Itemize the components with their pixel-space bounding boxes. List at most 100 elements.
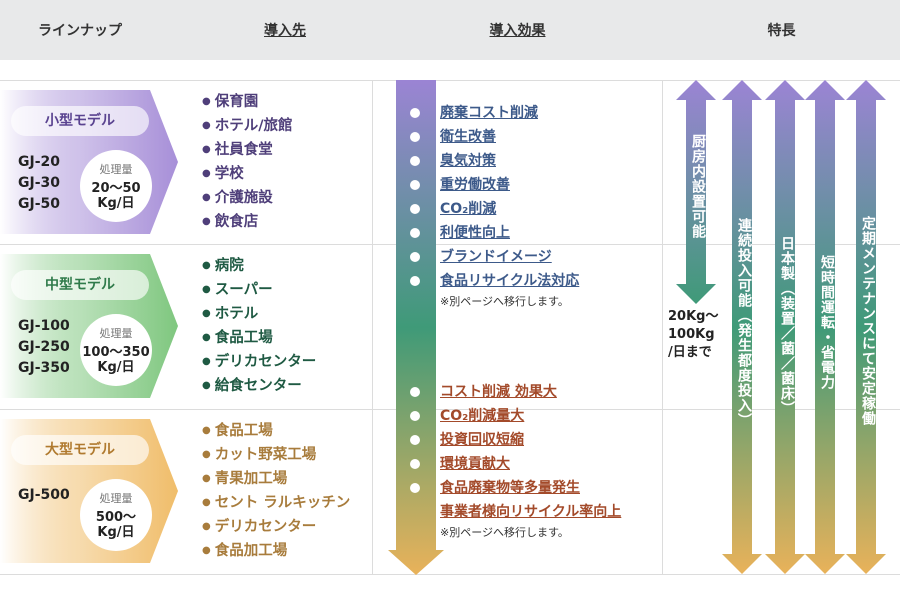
destination-item: カット野菜工場 — [202, 443, 350, 467]
feature-long-label: 短時間運転・省電力 — [819, 255, 835, 390]
header-destination[interactable]: 導入先 — [190, 0, 380, 60]
destination-item: デリカセンター — [202, 350, 317, 374]
effect-link[interactable]: 食品リサイクル法対応 — [440, 273, 580, 289]
model-code: GJ-50 — [18, 196, 60, 212]
effect-bullet-dot — [410, 387, 420, 397]
capacity-badge: 処理量 500〜 Kg/日 — [80, 479, 152, 551]
feature-short-label: 厨房内設置可能 — [690, 134, 706, 239]
capacity-value: 500〜 Kg/日 — [95, 510, 137, 540]
effect-link[interactable]: CO₂削減 — [440, 201, 497, 217]
effect-note: ※別ページへ移行します。 — [440, 295, 569, 308]
column-divider — [662, 80, 663, 574]
destination-item: 飲食店 — [202, 210, 293, 234]
effect-bullet-dot — [410, 435, 420, 445]
feature-long-label: 連続投入可能（発生都度投入） — [736, 218, 752, 428]
destination-item: 病院 — [202, 254, 316, 278]
row-divider — [0, 244, 900, 245]
feature-long-label: 定期メンテナンスにて安定稼働 — [860, 216, 876, 426]
model-code: GJ-250 — [18, 339, 70, 355]
effect-link[interactable]: 利便性向上 — [440, 225, 510, 241]
effect-bullet-dot — [410, 108, 420, 118]
effect-list-secondary: コスト削減 効果大 CO₂削減量大 投資回収短縮 環境貢献大 食品廃棄物等多量発… — [440, 380, 621, 524]
effect-link[interactable]: コスト削減 効果大 — [440, 384, 557, 400]
feature-arrow-long — [846, 80, 886, 574]
effect-bullet-dot — [410, 459, 420, 469]
capacity-label: 処理量 — [99, 492, 133, 505]
header-effect[interactable]: 導入効果 — [380, 0, 655, 60]
header-features: 特長 — [767, 23, 796, 39]
effect-bullet-dot — [410, 483, 420, 493]
effect-bullet-dot — [410, 132, 420, 142]
model-codes: GJ-500 — [18, 485, 70, 506]
capacity-label: 処理量 — [99, 163, 133, 176]
model-code: GJ-30 — [18, 175, 60, 191]
effect-bullet-dot — [410, 276, 420, 286]
effect-link[interactable]: 食品廃棄物等多量発生 — [440, 480, 580, 496]
capacity-label: 処理量 — [99, 327, 133, 340]
effect-note: ※別ページへ移行します。 — [440, 526, 569, 539]
capacity-value: 20〜50 Kg/日 — [91, 181, 141, 211]
capacity-badge: 処理量 100〜350 Kg/日 — [80, 314, 152, 386]
capacity-badge: 処理量 20〜50 Kg/日 — [80, 150, 152, 222]
effect-list-primary: 廃棄コスト削減 衛生改善 臭気対策 重労働改善 CO₂削減 利便性向上 ブランド… — [440, 101, 579, 293]
destination-item: セント ラルキッチン — [202, 491, 351, 515]
row-divider — [0, 574, 900, 575]
model-code: GJ-100 — [18, 318, 70, 334]
effect-link[interactable]: 投資回収短縮 — [440, 432, 524, 448]
model-large-block: 大型モデル GJ-500 処理量 500〜 Kg/日 — [0, 419, 178, 563]
row-divider — [0, 80, 900, 81]
effect-link[interactable]: 環境貢献大 — [440, 456, 510, 472]
effect-bullet-dot — [410, 411, 420, 421]
destination-item: 給食センター — [202, 374, 316, 398]
table-header — [0, 0, 900, 60]
effect-bullet-dot — [410, 180, 420, 190]
feature-arrow-short — [676, 80, 716, 304]
column-divider — [372, 80, 373, 574]
feature-arrow-long — [722, 80, 762, 574]
header-destination-link[interactable]: 導入先 — [264, 23, 306, 39]
destination-item: 青果加工場 — [202, 467, 350, 491]
destination-item: 社員食堂 — [202, 138, 293, 162]
effect-link[interactable]: CO₂削減量大 — [440, 408, 525, 424]
destination-item: ホテル — [202, 302, 316, 326]
feature-arrow-long — [805, 80, 845, 574]
effect-bullet-dot — [410, 156, 420, 166]
destination-list-small: 保育園 ホテル/旅館 社員食堂 学校 介護施設 飲食店 — [202, 90, 293, 234]
effect-bullet-dot — [410, 228, 420, 238]
model-name: 中型モデル — [11, 270, 149, 300]
header-effect-link[interactable]: 導入効果 — [489, 23, 546, 39]
effect-link[interactable]: 衛生改善 — [440, 129, 496, 145]
model-code: GJ-20 — [18, 154, 60, 170]
effect-link[interactable]: 重労働改善 — [440, 177, 510, 193]
feature-arrow-long — [765, 80, 805, 574]
model-code: GJ-350 — [18, 360, 70, 376]
header-lineup: ラインナップ — [38, 23, 122, 39]
model-name: 小型モデル — [11, 106, 149, 136]
model-code: GJ-500 — [18, 487, 70, 503]
row-divider — [0, 409, 900, 410]
destination-list-large: 食品工場 カット野菜工場 青果加工場 セント ラルキッチン デリカセンター 食品… — [202, 419, 351, 563]
destination-item: ホテル/旅館 — [202, 114, 293, 138]
effect-link[interactable]: ブランドイメージ — [440, 249, 552, 265]
feature-long-label: 日本製（装置／菌／菌床） — [779, 236, 795, 416]
destination-item: 学校 — [202, 162, 293, 186]
destination-item: 保育園 — [202, 90, 293, 114]
capacity-value: 100〜350 Kg/日 — [82, 345, 150, 375]
effect-gradient-arrow — [388, 80, 444, 575]
destination-item: 介護施設 — [202, 186, 293, 210]
effect-link[interactable]: 事業者様向リサイクル率向上 — [440, 504, 622, 520]
effect-bullet-dot — [410, 252, 420, 262]
destination-item: 食品工場 — [202, 326, 316, 350]
destination-item: デリカセンター — [202, 515, 350, 539]
destination-item: スーパー — [202, 278, 316, 302]
model-name: 大型モデル — [11, 435, 149, 465]
effect-bullet-dot — [410, 204, 420, 214]
destination-list-medium: 病院 スーパー ホテル 食品工場 デリカセンター 給食センター — [202, 254, 317, 398]
effect-link[interactable]: 臭気対策 — [440, 153, 496, 169]
effect-link[interactable]: 廃棄コスト削減 — [440, 105, 538, 121]
feature-short-note: 20Kg〜 100Kg /日まで — [668, 309, 719, 360]
